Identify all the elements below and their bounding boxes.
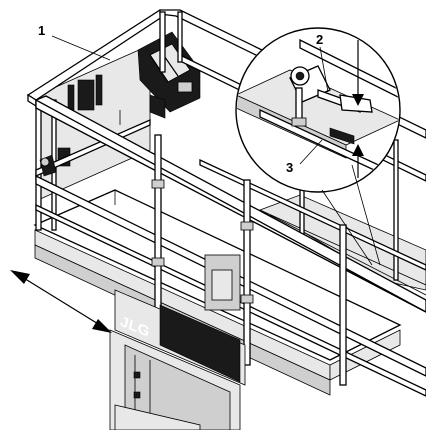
extension-direction-arrow — [10, 270, 112, 333]
side-panel: JLG — [114, 254, 246, 386]
callout-1: 1 — [38, 23, 45, 38]
callout-leaders — [51, 35, 329, 165]
base-structure — [109, 329, 241, 430]
callout-3: 3 — [286, 160, 293, 175]
detail-view — [235, 27, 401, 266]
callout-2: 2 — [316, 32, 323, 47]
